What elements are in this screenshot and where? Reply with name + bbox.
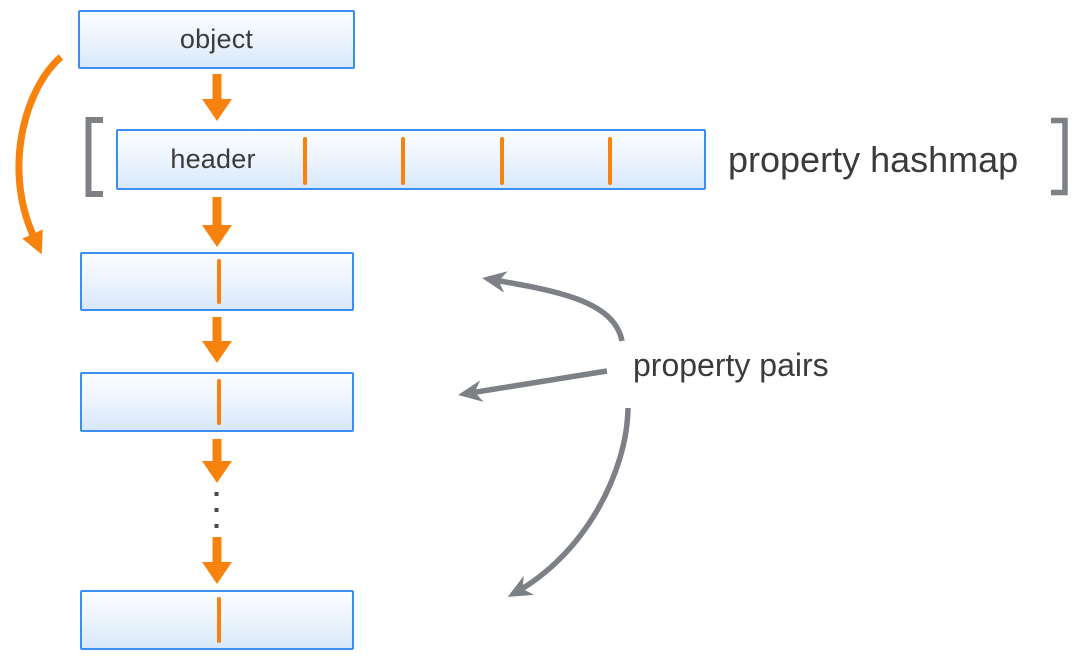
property-pair-box-1: [80, 252, 354, 311]
hashmap-header-box: header: [116, 129, 706, 190]
property-pairs-label: property pairs: [633, 346, 829, 383]
pair-divider: [217, 379, 221, 425]
gray-arrow-to-pair-2-icon: [458, 368, 608, 402]
hashmap-cell-divider: [608, 137, 612, 185]
hashmap-cell-divider: [500, 137, 504, 185]
hashmap-cell-divider: [303, 137, 307, 185]
ellipsis-dots: [214, 492, 219, 528]
arrow-header-to-pair-1-icon: [202, 197, 232, 247]
arrow-object-to-header-icon: [202, 74, 232, 121]
curved-arrow-object-to-first-pair-icon: [15, 54, 64, 255]
object-label: object: [179, 24, 254, 54]
header-label: header: [170, 144, 256, 174]
property-pair-box-3: [80, 590, 354, 650]
property-pair-box-2: [80, 372, 354, 432]
header-label-wrap: header: [118, 131, 308, 188]
arrow-ellipsis-to-pair-3-icon: [202, 537, 232, 584]
object-box: object: [78, 10, 355, 69]
hashmap-cell-divider: [401, 137, 405, 185]
pair-divider: [217, 259, 221, 304]
left-bracket-icon: [85, 117, 103, 197]
arrow-pair-1-to-pair-2-icon: [202, 317, 232, 363]
property-hashmap-label: property hashmap: [728, 138, 1019, 180]
pair-divider: [217, 597, 221, 643]
right-bracket-icon: [1051, 117, 1068, 196]
gray-arrow-to-pair-1-icon: [482, 271, 625, 342]
arrow-pair-2-to-ellipsis-icon: [202, 439, 232, 483]
gray-arrow-to-pair-3-icon: [507, 407, 631, 597]
